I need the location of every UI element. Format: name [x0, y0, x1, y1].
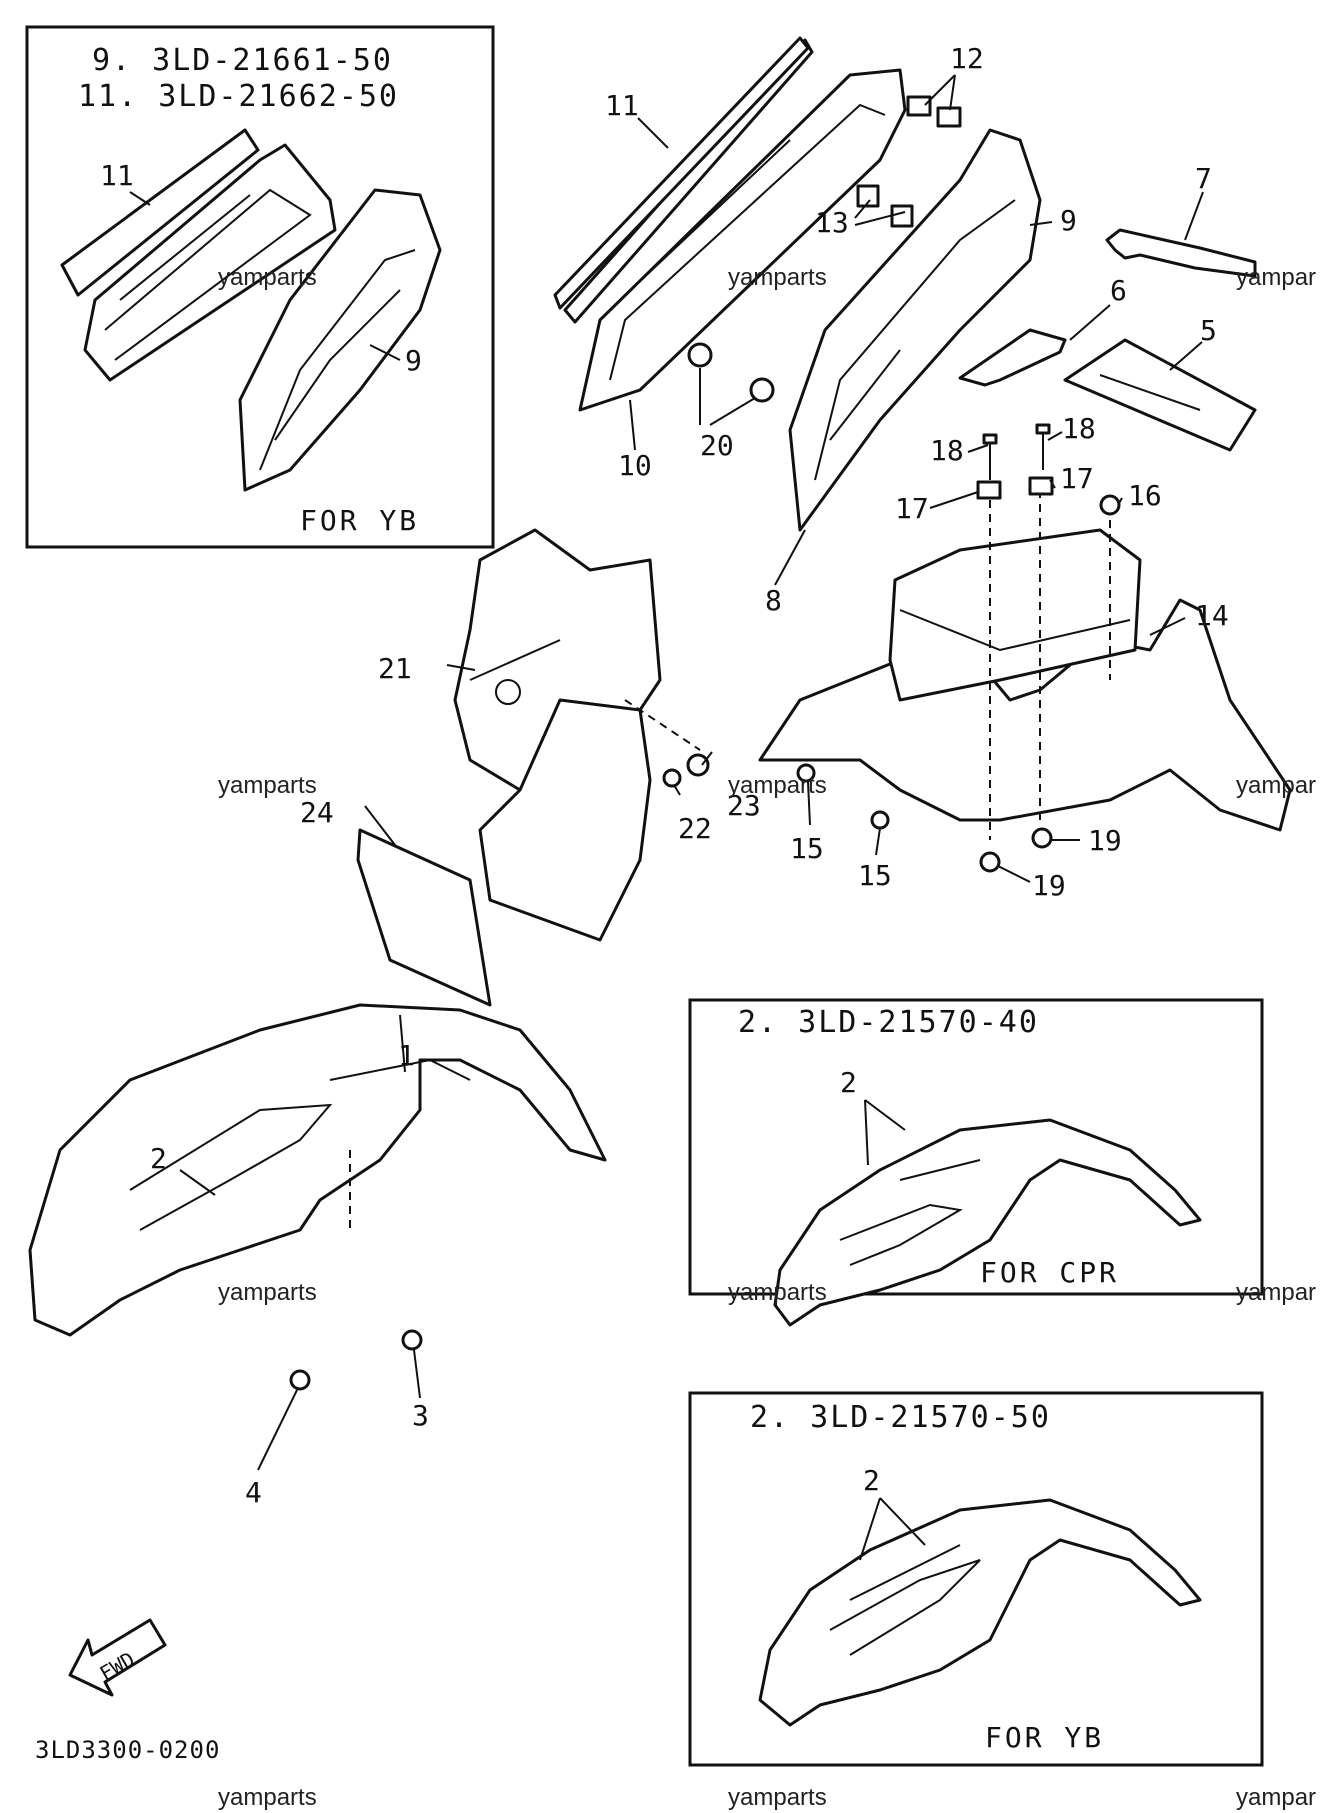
watermark: yamparts: [728, 772, 827, 799]
watermark: yamparts: [728, 1279, 827, 1306]
inset-cpr-title: 2. 3LD-21570-40: [738, 1005, 1039, 1040]
watermark-cut: yampar: [1236, 264, 1316, 291]
inset-caption: FOR YB: [300, 504, 419, 537]
leader-lines: [179, 74, 1204, 1561]
inset-side-cover-11-drawing: [60, 128, 337, 382]
inset-cpr-callout-2: 2: [840, 1066, 857, 1099]
inset-title-line-1: 9. 3LD-21661-50: [92, 43, 393, 78]
watermark: yamparts: [218, 772, 317, 799]
callout-9: 9: [1060, 204, 1077, 237]
callout-18b: 18: [1062, 412, 1096, 445]
bolt-16: [1099, 494, 1121, 516]
bolts-15: [796, 763, 890, 830]
callout-18a: 18: [930, 434, 964, 467]
front-fender-1: [28, 1003, 607, 1337]
callout-14: 14: [1195, 599, 1229, 632]
watermark-cut: yampar: [1236, 1784, 1316, 1811]
callout-10: 10: [618, 449, 652, 482]
callout-15b: 15: [858, 859, 892, 892]
inset-yb-callout-2: 2: [863, 1464, 880, 1497]
callout-11: 11: [605, 89, 639, 122]
watermark: yamparts: [218, 264, 317, 291]
grommets-17: [976, 476, 1054, 500]
inset-front-fender-yb: 2. 3LD-21570-50 FOR YB: [688, 1391, 1264, 1767]
callout-8: 8: [765, 584, 782, 617]
callout-21: 21: [378, 652, 412, 685]
bolts-18: [982, 423, 1051, 480]
inset-callout-9: 9: [405, 344, 422, 377]
nuts-19: [979, 827, 1053, 873]
callout-1: 1: [398, 1039, 415, 1072]
callout-19a: 19: [1088, 824, 1122, 857]
bolt-22-nut-23: [662, 753, 710, 788]
watermark: yamparts: [728, 264, 827, 291]
watermark-cut: yampar: [1236, 772, 1316, 799]
callout-17a: 17: [895, 492, 929, 525]
callout-3: 3: [412, 1399, 429, 1432]
inset-side-cover-9-drawing: [238, 188, 442, 492]
side-cover-decal-11: [553, 36, 814, 324]
callout-6: 6: [1110, 274, 1127, 307]
callout-15a: 15: [790, 832, 824, 865]
inset-front-fender-cpr: 2. 3LD-21570-40 FOR CPR: [688, 998, 1264, 1327]
side-cover-left-10: [578, 68, 907, 412]
rear-fender-14: [758, 490, 1292, 840]
nuts-20: [687, 342, 775, 403]
callout-12: 12: [950, 42, 984, 75]
callout-5: 5: [1200, 314, 1217, 347]
callout-17b: 17: [1060, 462, 1094, 495]
inset-cpr-caption: FOR CPR: [980, 1256, 1119, 1289]
callout-22: 22: [678, 812, 712, 845]
callout-20: 20: [700, 429, 734, 462]
callout-7: 7: [1195, 162, 1212, 195]
inset-side-covers-yb: 9. 3LD-21661-50 11. 3LD-21662-50 11 9 FO…: [25, 25, 495, 549]
grommets-12-13: [856, 95, 962, 228]
callout-23: 23: [727, 789, 761, 822]
callouts: 1 2 3 4 5 6 7 8 9 10 11 12 13 14 15 15 1…: [150, 42, 1229, 1509]
watermark: yamparts: [728, 1784, 827, 1811]
plate-5: [1063, 338, 1257, 452]
callout-19b: 19: [1032, 869, 1066, 902]
side-cover-right-9: [788, 128, 1042, 532]
watermarks: yamparts yamparts yampar yamparts yampar…: [218, 264, 1316, 1811]
bracket-7: [1105, 228, 1257, 278]
inset-yb-title: 2. 3LD-21570-50: [750, 1400, 1051, 1435]
watermark-cut: yampar: [1236, 1279, 1316, 1306]
plate-24: [356, 828, 492, 1007]
fwd-arrow: FWD: [68, 1618, 167, 1697]
callout-2: 2: [150, 1142, 167, 1175]
callout-16: 16: [1128, 479, 1162, 512]
inset-callout-11: 11: [100, 159, 134, 192]
bracket-6: [958, 328, 1067, 387]
fender-hardware-3-4: [289, 1329, 423, 1391]
watermark: yamparts: [218, 1279, 317, 1306]
callout-24: 24: [300, 796, 334, 829]
rear-cover-21: [453, 528, 701, 942]
watermark: yamparts: [218, 1784, 317, 1811]
callout-13: 13: [815, 206, 849, 239]
callout-4: 4: [245, 1476, 262, 1509]
diagram-code: 3LD3300-0200: [35, 1736, 220, 1764]
inset-yb-caption: FOR YB: [985, 1721, 1104, 1754]
inset-title-line-2: 11. 3LD-21662-50: [78, 79, 399, 114]
